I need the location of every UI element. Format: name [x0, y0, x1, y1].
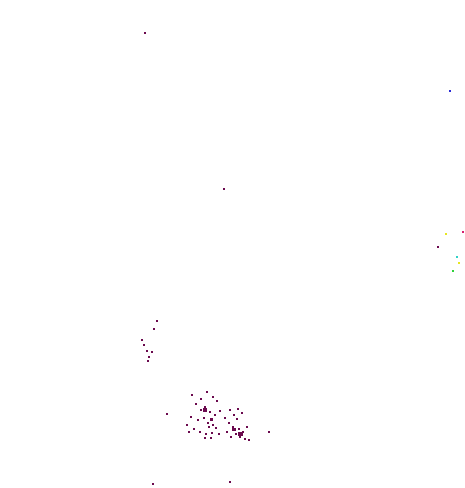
dot	[208, 426, 210, 428]
dot	[462, 231, 464, 233]
dot	[224, 417, 226, 419]
dot	[244, 438, 246, 440]
dot	[228, 422, 230, 424]
dot	[216, 400, 218, 402]
dot	[166, 413, 168, 415]
dot	[456, 256, 458, 258]
dot	[437, 246, 439, 248]
dot	[237, 408, 239, 410]
dot	[151, 351, 153, 353]
dot	[146, 350, 148, 352]
dot	[207, 422, 209, 424]
dot	[211, 432, 213, 434]
dot	[200, 398, 202, 400]
dot	[210, 418, 213, 421]
dot	[233, 414, 235, 416]
dot	[238, 432, 243, 436]
dot	[156, 320, 158, 322]
dot	[218, 433, 220, 435]
dot	[235, 433, 237, 435]
dot	[226, 431, 228, 433]
dot	[186, 424, 188, 426]
dot	[144, 32, 146, 34]
dot	[248, 439, 250, 441]
dot	[141, 339, 143, 341]
dot	[238, 428, 240, 430]
dot	[232, 426, 234, 428]
dot	[241, 412, 243, 414]
dot	[204, 406, 206, 408]
dot	[246, 426, 248, 428]
dot	[215, 427, 217, 429]
dot	[236, 418, 238, 420]
dot	[203, 408, 207, 412]
dot	[452, 270, 454, 272]
dot	[214, 414, 216, 416]
dot	[229, 409, 231, 411]
dot	[200, 409, 202, 411]
dot	[229, 481, 231, 483]
dot	[199, 431, 201, 433]
dot	[188, 431, 190, 433]
dot	[190, 416, 192, 418]
dot	[212, 396, 214, 398]
dot	[193, 428, 195, 430]
dot	[153, 328, 155, 330]
dot	[458, 262, 460, 264]
dot	[147, 360, 149, 362]
dot	[445, 233, 447, 235]
dot	[239, 436, 241, 438]
dot	[223, 188, 225, 190]
dot	[268, 431, 270, 433]
dot	[210, 437, 212, 439]
dot	[206, 391, 208, 393]
dot	[191, 394, 193, 396]
dot	[148, 356, 150, 358]
dot	[232, 428, 236, 431]
dot	[230, 436, 232, 438]
dot	[209, 411, 211, 413]
dot	[203, 417, 205, 419]
dot	[143, 344, 145, 346]
dot	[195, 403, 197, 405]
dot	[152, 483, 154, 485]
dot	[204, 437, 206, 439]
dot	[219, 410, 221, 412]
dot	[205, 433, 207, 435]
dot	[212, 424, 214, 426]
dot	[449, 90, 451, 92]
dot	[197, 419, 199, 421]
